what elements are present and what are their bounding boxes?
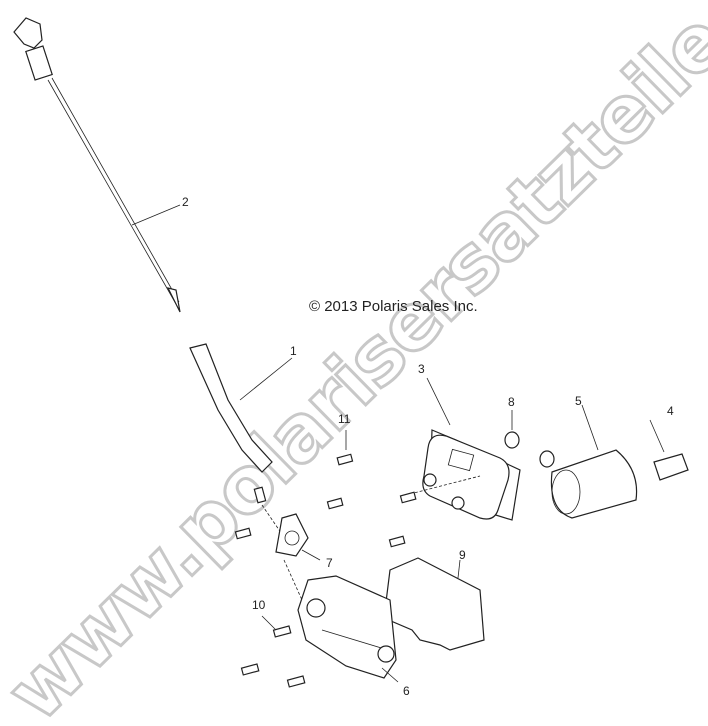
oil-filter-housing (297, 575, 399, 683)
copyright-text: © 2013 Polaris Sales Inc. (309, 298, 478, 315)
o-ring (504, 431, 520, 449)
oil-cooler (409, 377, 521, 521)
callout-8: 8 (508, 395, 515, 409)
bolts (234, 430, 417, 688)
callout-1: 1 (290, 344, 297, 358)
callout-7: 7 (326, 556, 333, 570)
callout-4: 4 (667, 404, 674, 418)
callout-9: 9 (459, 548, 466, 562)
gasket-small (275, 513, 309, 557)
leader-line-4 (649, 419, 665, 453)
callout-5: 5 (575, 394, 582, 408)
leader-line-7 (301, 549, 321, 561)
callout-2: 2 (182, 195, 189, 209)
callout-6: 6 (403, 684, 410, 698)
callout-10: 10 (252, 598, 266, 612)
callout-11: 11 (338, 412, 351, 426)
dipstick (13, 17, 181, 313)
leader-line-9 (457, 559, 461, 579)
gasket-small-hole (284, 530, 300, 546)
gasket-large (383, 557, 485, 651)
oil-filter (539, 404, 638, 519)
callout-3: 3 (418, 362, 425, 376)
adapter-sleeve (653, 453, 689, 481)
